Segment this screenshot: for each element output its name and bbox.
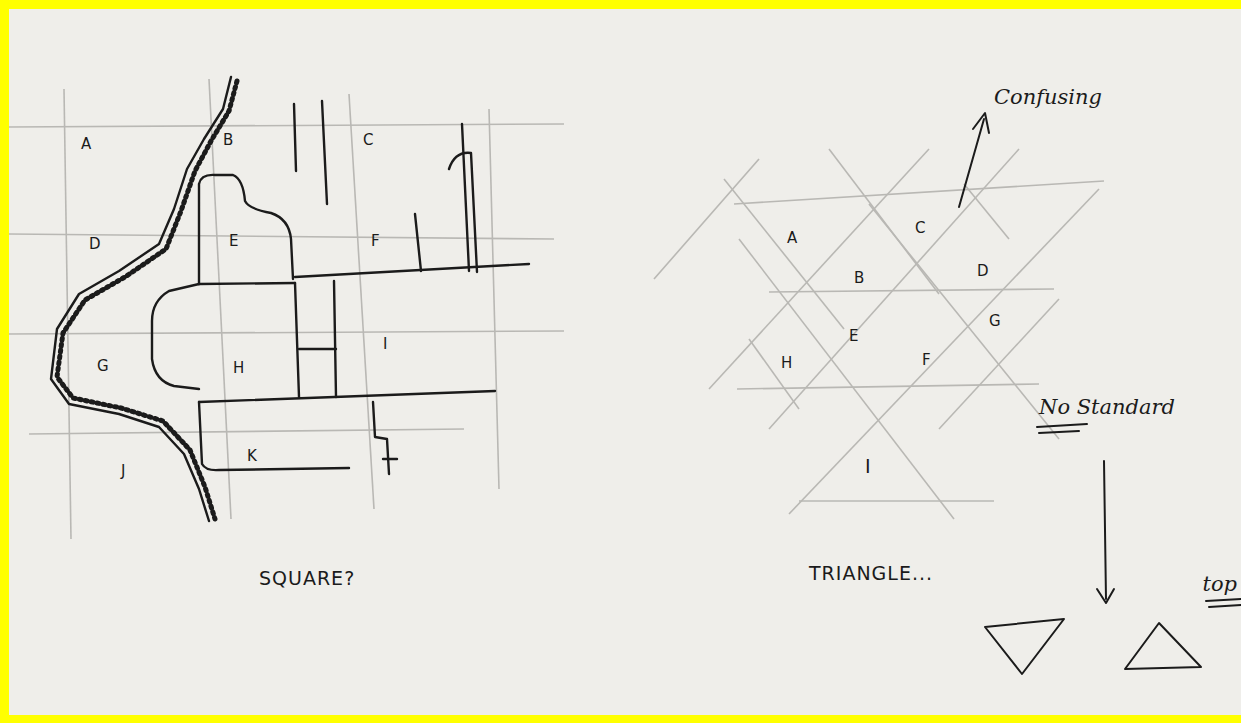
grid-letter: C (915, 221, 925, 236)
grid-letter: I (383, 337, 387, 352)
grid-letter: E (849, 329, 858, 344)
grid-letter: A (81, 137, 91, 152)
square-grid (9, 79, 564, 539)
arrow-head (973, 113, 989, 133)
handwritten-note: top (1202, 574, 1237, 595)
grid-letter: G (97, 359, 109, 374)
handwritten-note: No Standard (1039, 397, 1175, 418)
road (294, 104, 296, 171)
grid-letter: B (854, 271, 864, 286)
figure-caption: TRIANGLE... (809, 564, 933, 583)
grid-letter: F (922, 353, 931, 368)
arrow-head (1097, 589, 1114, 603)
road (199, 402, 349, 470)
road (449, 153, 477, 272)
road (199, 391, 495, 402)
grid-letter: F (371, 234, 380, 249)
up-triangle (1125, 623, 1201, 669)
down-triangle (985, 619, 1064, 674)
road (295, 264, 529, 277)
grid-letter: H (781, 356, 792, 371)
road (322, 101, 327, 204)
grid-letter: H (233, 361, 244, 376)
grid-letter: D (89, 237, 101, 252)
road (373, 402, 389, 474)
triangle-grid (654, 149, 1104, 519)
road (199, 175, 293, 284)
figure-caption: SQUARE? (259, 569, 355, 588)
grid-letter: I (865, 457, 872, 476)
grid-letter: E (229, 234, 238, 249)
sketch-drawing (9, 9, 1241, 715)
road (462, 124, 469, 271)
road (199, 283, 295, 284)
down-arrow (1104, 461, 1106, 599)
road (152, 284, 199, 389)
double-underline (1037, 424, 1087, 433)
grid-letter: D (977, 264, 989, 279)
coastline (51, 77, 231, 521)
road (334, 281, 336, 397)
road (415, 214, 421, 271)
grid-letter: B (223, 133, 233, 148)
grid-letter: C (363, 133, 373, 148)
grid-letter: K (247, 449, 257, 464)
handwritten-note: Confusing (994, 87, 1102, 108)
annotations (959, 113, 1241, 674)
road (383, 458, 397, 460)
grid-letter: A (787, 231, 797, 246)
grid-letter: G (989, 314, 1001, 329)
road (299, 348, 336, 350)
grid-letter: J (121, 464, 125, 479)
callout-arrow (959, 119, 984, 207)
paper-sheet: A B C D E F G H I J K SQUARE? A B C D E F G H I TRIANGLE... Co… (9, 9, 1241, 715)
coast-hatching (57, 81, 237, 519)
road (295, 283, 299, 397)
map-lines (51, 77, 529, 521)
double-underline (1206, 599, 1241, 607)
